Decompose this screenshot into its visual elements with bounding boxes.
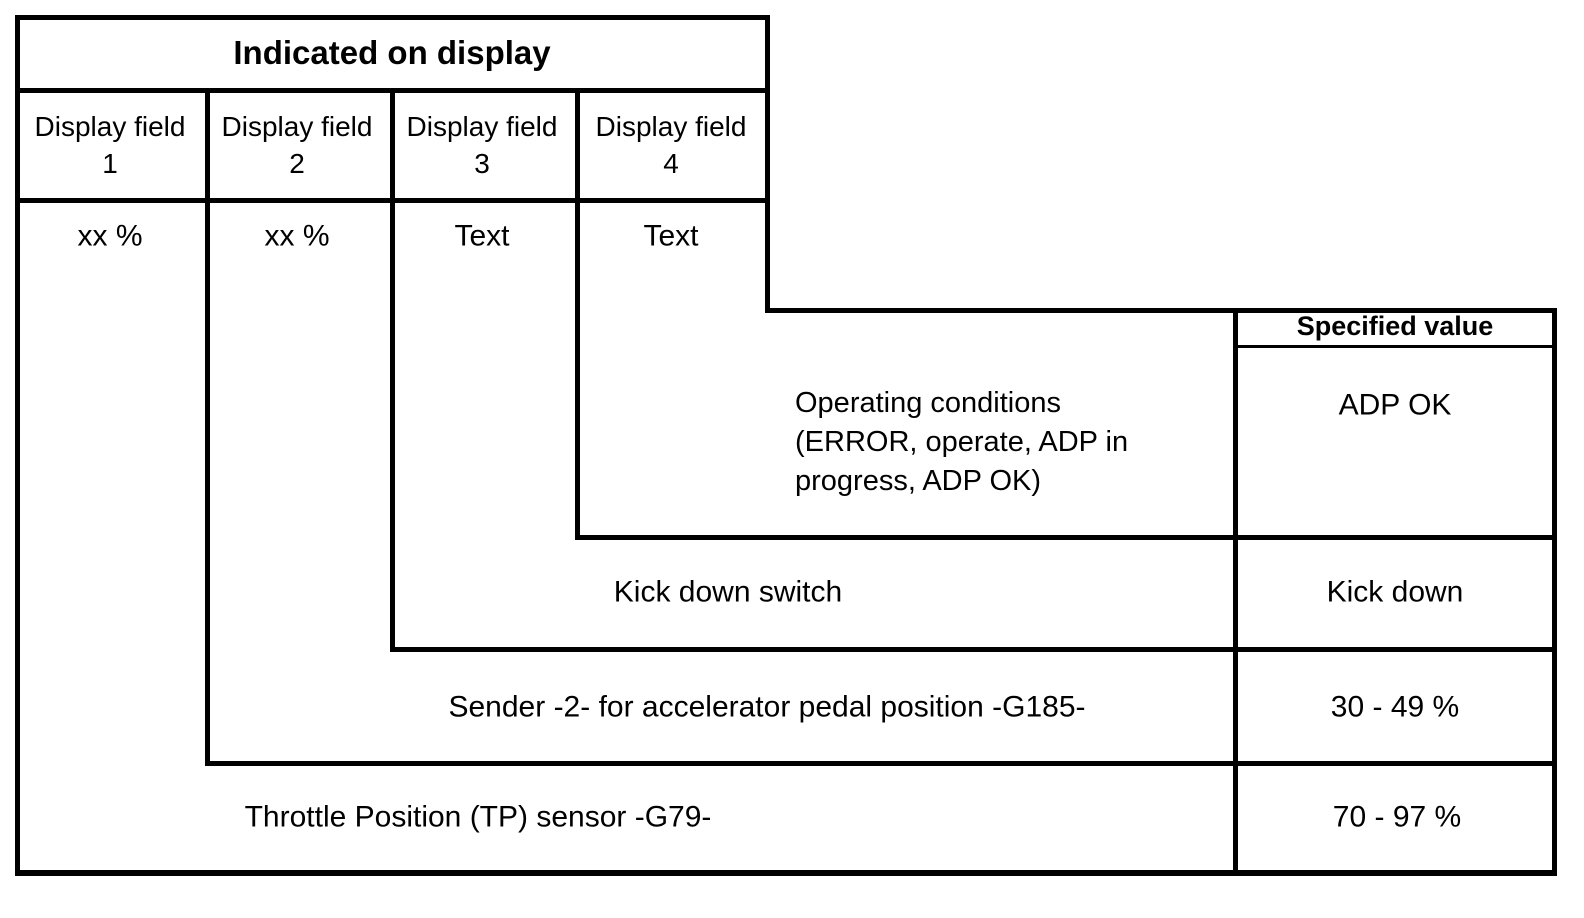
display-field-1-label: Display field: [34, 111, 186, 142]
line-col3-col4-divider: [575, 88, 580, 540]
line-col1-col2-divider: [205, 88, 210, 766]
display-field-4-value: Text: [643, 219, 699, 253]
display-field-2-value: xx %: [264, 219, 330, 253]
line-sender-row-bottom: [205, 761, 1557, 766]
line-table-bottom: [15, 870, 1557, 876]
row-throttle-g79-description: Throttle Position (TP) sensor -G79-: [244, 800, 712, 834]
display-field-4-header: Display field 4: [596, 108, 747, 182]
line-col2-col3-divider: [390, 88, 395, 652]
indicated-on-display-title: Indicated on display: [233, 33, 551, 71]
display-field-3-label: Display field: [406, 111, 558, 142]
display-field-1-header: Display field 1: [35, 108, 186, 182]
display-field-3-value: Text: [454, 219, 510, 253]
line-specified-col-right: [1552, 308, 1557, 876]
specified-value-header: Specified value: [1296, 311, 1494, 342]
line-step-top-field4: [765, 308, 1557, 313]
display-field-2-header: Display field 2: [222, 108, 373, 182]
row-operating-conditions-specified-value: ADP OK: [1338, 388, 1452, 422]
line-specified-header-underline: [1233, 345, 1557, 348]
display-field-3-header: Display field 3: [407, 108, 558, 182]
display-field-2-number: 2: [289, 148, 305, 179]
line-kickdown-row-bottom: [390, 647, 1557, 652]
display-field-4-label: Display field: [595, 111, 747, 142]
line-col4-right-edge: [765, 15, 770, 313]
row-kick-down-switch-specified-value: Kick down: [1326, 575, 1464, 609]
display-field-4-number: 4: [663, 148, 679, 179]
display-field-1-number: 1: [102, 148, 118, 179]
line-left-edge: [15, 15, 20, 876]
row-operating-conditions-description: Operating conditions (ERROR, operate, AD…: [795, 387, 1129, 497]
line-indicated-box-top: [15, 15, 770, 20]
row-sender-g185-specified-value: 30 - 49 %: [1330, 690, 1460, 724]
line-specified-col-left: [1233, 308, 1238, 876]
display-field-1-value: xx %: [77, 219, 143, 253]
row-throttle-g79-specified-value: 70 - 97 %: [1332, 800, 1462, 834]
display-field-3-number: 3: [474, 148, 490, 179]
display-field-2-label: Display field: [221, 111, 373, 142]
line-operating-row-bottom: [575, 535, 1557, 540]
row-sender-g185-description: Sender -2- for accelerator pedal positio…: [448, 690, 1086, 724]
row-kick-down-switch-description: Kick down switch: [613, 575, 843, 609]
